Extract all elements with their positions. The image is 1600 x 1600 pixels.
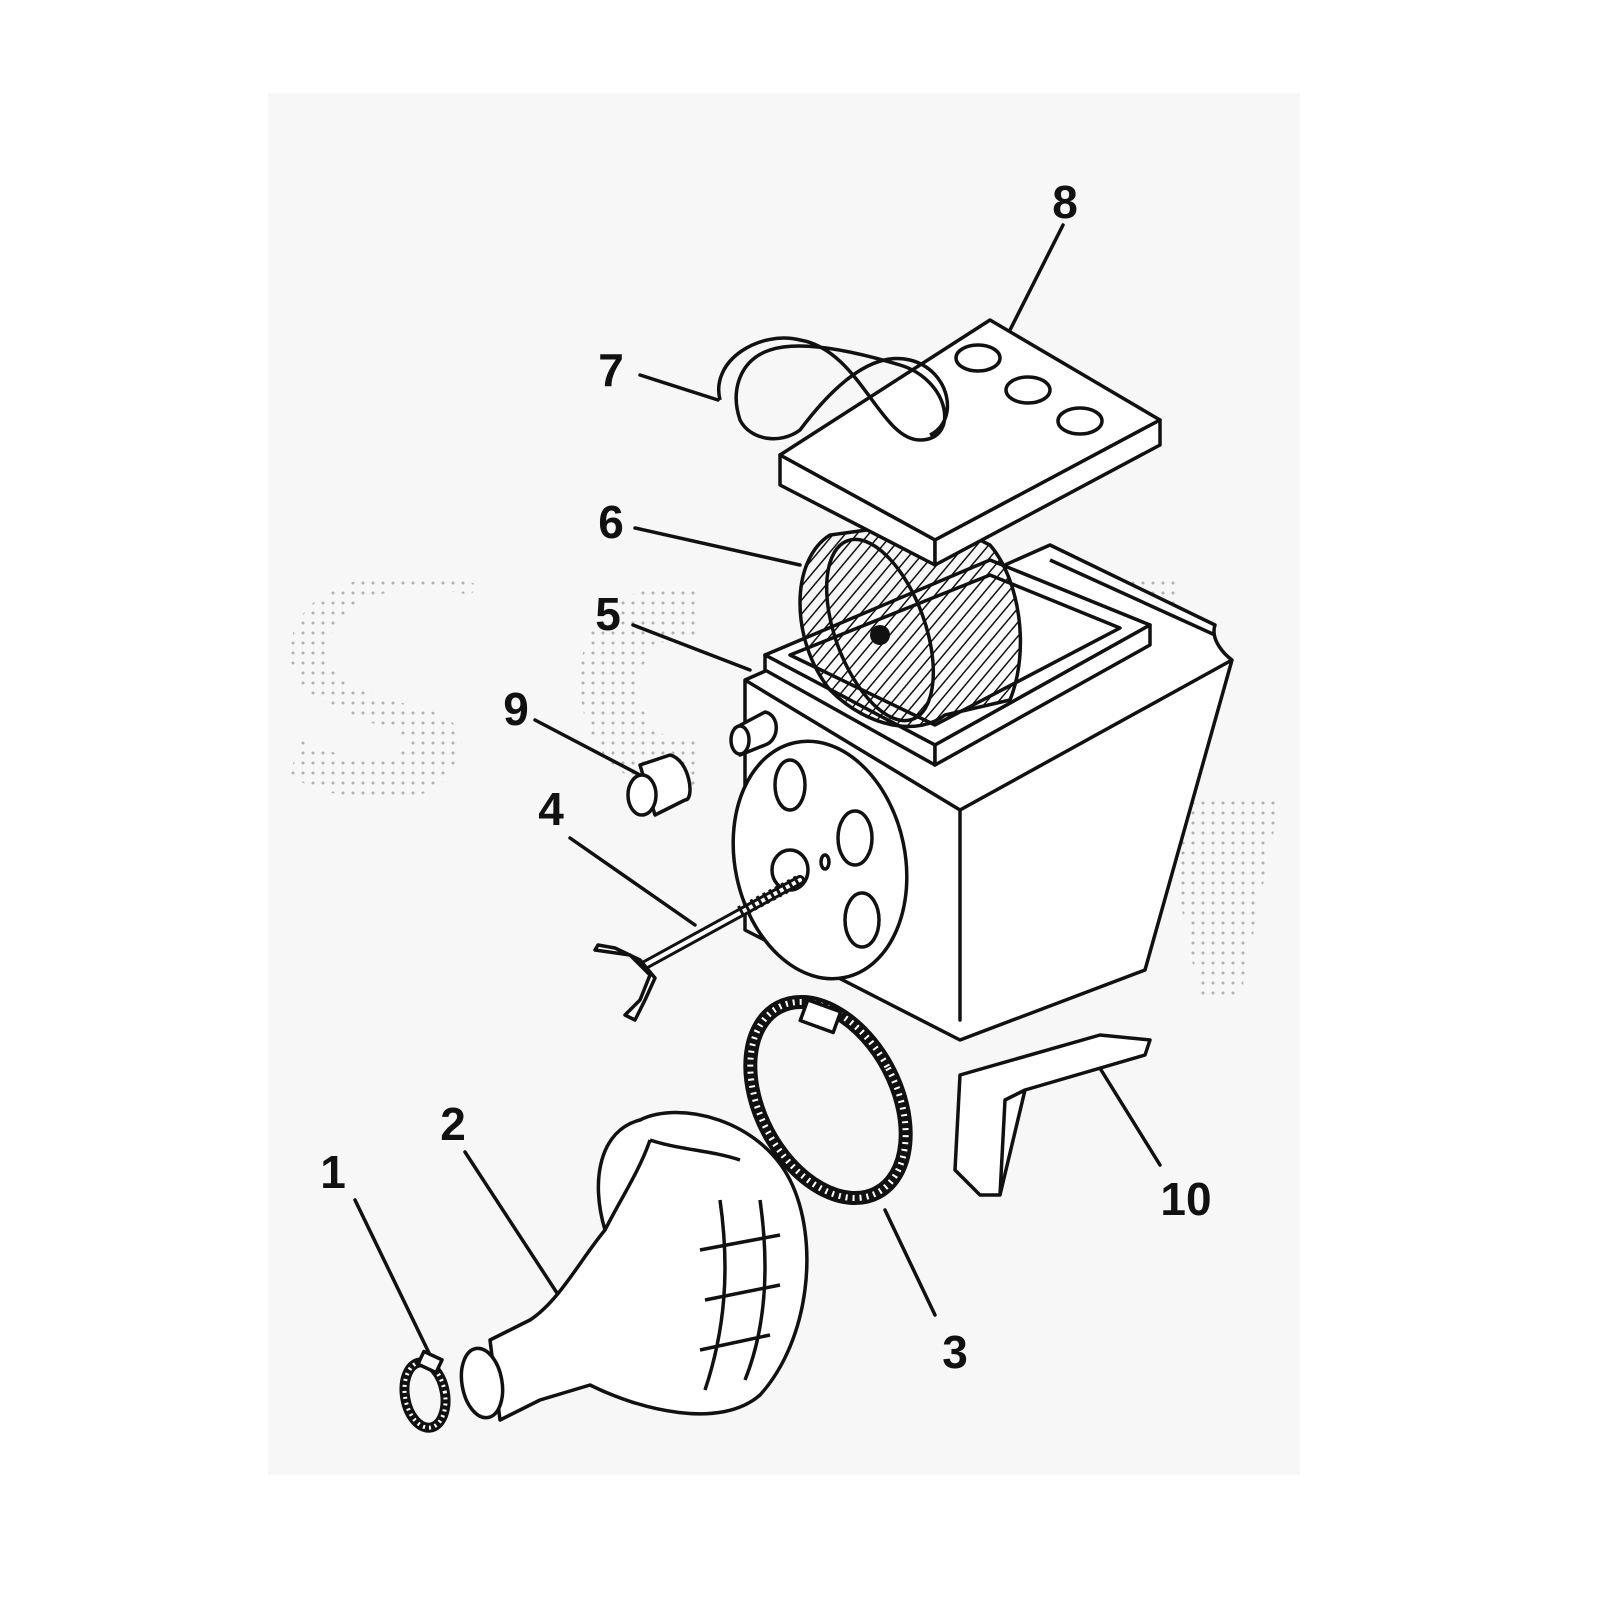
part-4-wing-bolt (593, 874, 805, 1022)
part-1-small-clamp (399, 1349, 451, 1433)
part-3-large-clamp (743, 994, 913, 1206)
callout-6: 6 (598, 496, 624, 548)
watermark (290, 574, 1280, 1000)
callout-8: 8 (1052, 176, 1078, 228)
callout-labels: 1 2 3 4 5 6 7 8 9 10 (320, 176, 1211, 1378)
leader-lines (353, 223, 1162, 1357)
part-8-cover-plate (778, 318, 1162, 567)
part-9-cap (626, 753, 692, 817)
housing-flange (729, 710, 909, 981)
callout-5: 5 (595, 588, 621, 640)
part-2-intake-duct (459, 1110, 809, 1422)
part-6-filter-element (798, 518, 1023, 729)
callout-3: 3 (942, 1326, 968, 1378)
part-7-strap (716, 336, 950, 442)
callout-1: 1 (320, 1146, 346, 1198)
callout-4: 4 (538, 783, 564, 835)
part-10-bracket (953, 1033, 1152, 1197)
callout-9: 9 (503, 683, 529, 735)
callout-10: 10 (1160, 1173, 1211, 1225)
callout-7: 7 (598, 344, 624, 396)
callout-2: 2 (440, 1098, 466, 1150)
